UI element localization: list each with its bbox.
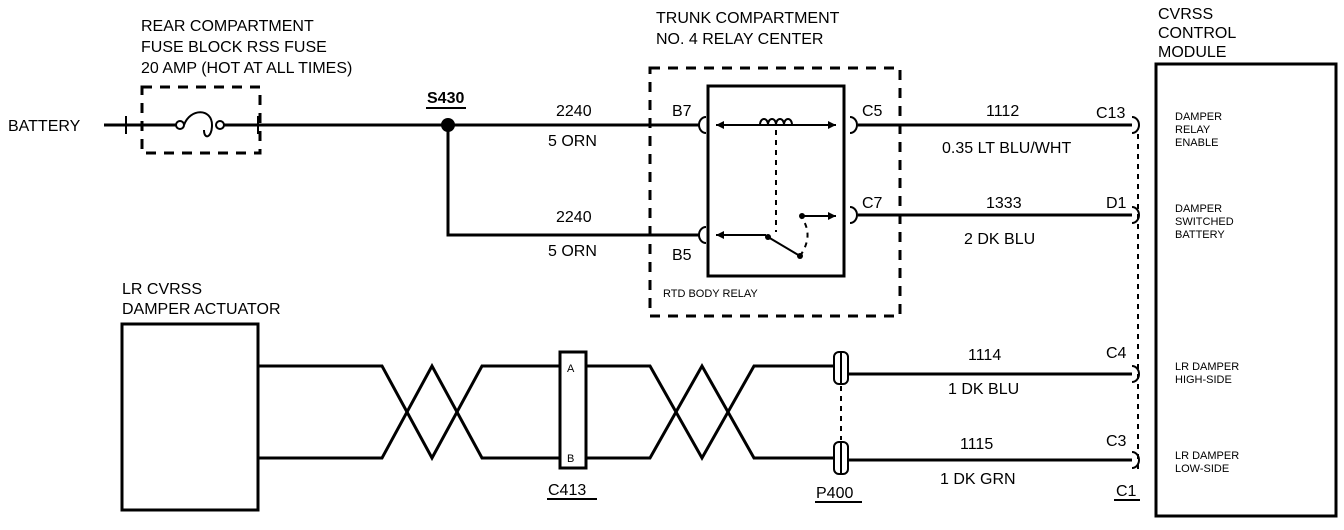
wire-2240-lower xyxy=(446,125,700,237)
terminal-c13-connector xyxy=(1131,116,1140,134)
pin-low-side-line1: LR DAMPER xyxy=(1175,450,1239,462)
terminal-b5-connector xyxy=(698,226,707,244)
connector-c413-body xyxy=(558,350,588,470)
terminal-c5-label: C5 xyxy=(862,103,883,120)
wire-1112-desc: 0.35 LT BLU/WHT xyxy=(942,140,1071,157)
fuse-block-title-line1: REAR COMPARTMENT xyxy=(141,18,314,35)
pin-relay-enable-line1: DAMPER xyxy=(1175,111,1222,123)
terminal-b7-label: B7 xyxy=(672,103,692,120)
wire-1115-circuit: 1115 xyxy=(960,436,993,453)
fuse-block-outline xyxy=(140,85,262,155)
wire-1333-circuit: 1333 xyxy=(986,195,1022,212)
no-arrow xyxy=(828,212,836,220)
coil-arrow-left xyxy=(716,121,724,129)
module-outline xyxy=(1154,62,1338,518)
coil-arrow-right xyxy=(828,121,836,129)
relay-center-title-line1: TRUNK COMPARTMENT xyxy=(656,10,840,27)
fuse-block: REAR COMPARTMENT FUSE BLOCK RSS FUSE 20 … xyxy=(140,18,352,155)
terminal-c4-label: C4 xyxy=(1106,345,1127,362)
relay-name-label: RTD BODY RELAY xyxy=(663,288,758,300)
terminal-c7-connector xyxy=(849,206,858,224)
actuator-title-line2: DAMPER ACTUATOR xyxy=(122,301,281,318)
wire-2240-upper-circuit: 2240 xyxy=(556,103,592,120)
pin-relay-enable-line3: ENABLE xyxy=(1175,137,1218,149)
connector-c413-pin-b: B xyxy=(567,453,574,465)
fuse-terminal-left xyxy=(175,120,185,130)
common-arrow xyxy=(716,231,724,239)
rtd-body-relay xyxy=(706,84,846,278)
actuator-title-line1: LR CVRSS xyxy=(122,281,202,298)
terminal-b7-connector xyxy=(698,116,707,134)
relay-switch-arm xyxy=(767,236,801,257)
relay-center-outline xyxy=(648,66,902,318)
terminal-c13-label: C13 xyxy=(1096,105,1125,122)
module-title-line3: MODULE xyxy=(1158,44,1226,61)
splice-label: S430 xyxy=(427,90,464,107)
wire-2240-lower-desc: 5 ORN xyxy=(548,243,597,260)
pin-switched-battery-line1: DAMPER xyxy=(1175,203,1222,215)
relay-coil-icon xyxy=(759,118,793,126)
battery-label: BATTERY xyxy=(8,118,81,135)
connector-c413: A B C413 xyxy=(547,350,597,500)
twisted-pair-b-left xyxy=(258,362,560,460)
wire-2240-lower-circuit: 2240 xyxy=(556,209,592,226)
actuator-outline xyxy=(120,322,260,512)
relay-center: TRUNK COMPARTMENT NO. 4 RELAY CENTER RTD… xyxy=(648,10,902,318)
wire-1114-circuit: 1114 xyxy=(968,347,1001,364)
module-title-line2: CONTROL xyxy=(1158,25,1236,42)
fuse-icon xyxy=(183,111,214,138)
wire-1115-desc: 1 DK GRN xyxy=(940,471,1016,488)
p400-label: P400 xyxy=(816,485,853,502)
pin-relay-enable-line2: RELAY xyxy=(1175,124,1211,136)
terminal-c3-connector xyxy=(1131,451,1140,469)
terminal-c3-label: C3 xyxy=(1106,433,1127,450)
relay-switch-travel xyxy=(799,217,809,257)
pin-high-side-line2: HIGH-SIDE xyxy=(1175,374,1232,386)
fuse-block-title-line2: FUSE BLOCK RSS FUSE xyxy=(141,39,327,56)
terminal-c1-label: C1 xyxy=(1116,483,1137,500)
pin-high-side-line1: LR DAMPER xyxy=(1175,361,1239,373)
wire-1112-circuit: 1112 xyxy=(986,103,1019,120)
twisted-pair-b-right xyxy=(586,362,834,460)
terminal-d1-label: D1 xyxy=(1106,195,1127,212)
terminal-c7-label: C7 xyxy=(862,195,883,212)
cvrss-control-module: CVRSS CONTROL MODULE C13 D1 C4 C3 C1 DAM… xyxy=(1096,6,1338,518)
connector-c413-pin-a: A xyxy=(567,363,575,375)
twisted-pair-a-left xyxy=(258,364,560,462)
terminal-c5-connector xyxy=(849,116,858,134)
twisted-pair-a-right xyxy=(586,364,834,462)
wire-2240-upper-desc: 5 ORN xyxy=(548,133,597,150)
wire-1114-desc: 1 DK BLU xyxy=(948,381,1019,398)
fuse-block-title-line3: 20 AMP (HOT AT ALL TIMES) xyxy=(141,60,352,77)
terminal-b5-label: B5 xyxy=(672,247,692,264)
wire-1333-desc: 2 DK BLU xyxy=(964,231,1035,248)
damper-actuator: LR CVRSS DAMPER ACTUATOR xyxy=(120,281,281,512)
passthrough-p400: P400 xyxy=(815,351,862,503)
pin-switched-battery-line3: BATTERY xyxy=(1175,229,1225,241)
pin-low-side-line2: LOW-SIDE xyxy=(1175,463,1229,475)
module-title-line1: CVRSS xyxy=(1158,6,1213,23)
pin-switched-battery-line2: SWITCHED xyxy=(1175,216,1234,228)
connector-c413-label: C413 xyxy=(548,482,586,499)
relay-center-title-line2: NO. 4 RELAY CENTER xyxy=(656,31,823,48)
fuse-terminal-right xyxy=(215,120,225,130)
